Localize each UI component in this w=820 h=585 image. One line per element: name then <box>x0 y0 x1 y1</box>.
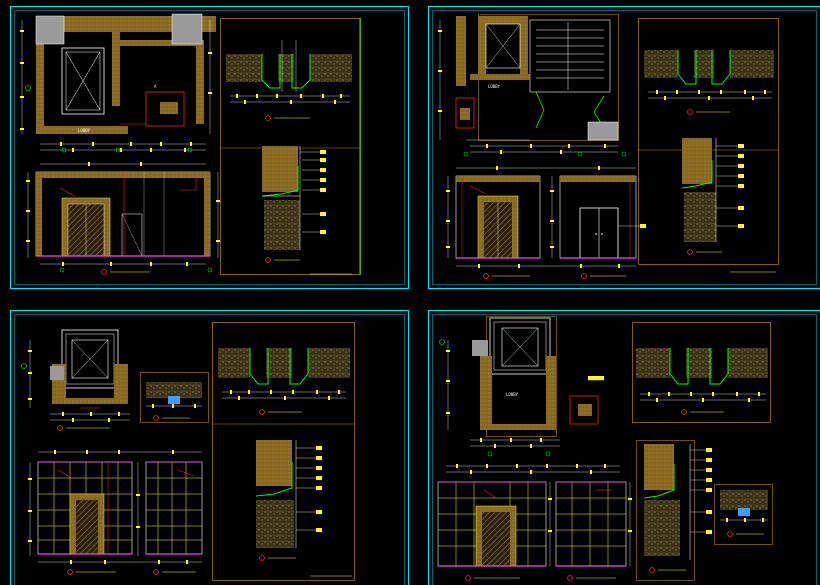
bl-detail-section <box>255 440 322 548</box>
svg-text:LOBBY: LOBBY <box>78 128 91 133</box>
tr-elevator-stair-plan: LOBBY <box>455 16 619 141</box>
tr-plan-dimensions <box>439 20 618 153</box>
tl-elevation-tag <box>101 269 107 275</box>
tr-detail-jamb <box>644 50 774 99</box>
tl-plan-dim-ticks <box>20 30 212 152</box>
tr-detail-section <box>681 138 744 242</box>
bl-plan-dim-ticks <box>28 350 120 422</box>
tl-detail-section <box>261 146 326 250</box>
sheet-bottom-right-frame <box>428 310 820 585</box>
sheet-top-right-inner <box>432 10 817 285</box>
bl-detail-panel <box>212 322 355 581</box>
sheet-top-right: LOBBY <box>438 14 779 279</box>
sheet-top-left: A LOBBY <box>20 13 361 275</box>
tr-elevation-dimensions <box>447 167 636 267</box>
sheet-top-left-frame <box>10 6 409 289</box>
br-elevation-dim-ticks <box>456 464 632 532</box>
tl-detail-jamb-tag <box>265 115 271 121</box>
br-detail-panel-top <box>632 322 771 423</box>
bl-small-detail <box>146 382 202 408</box>
svg-text:LOBBY: LOBBY <box>506 392 519 397</box>
tl-elevation-dimensions <box>27 163 219 265</box>
br-plan-dimensions <box>447 340 560 447</box>
tr-plan-dim-ticks <box>438 30 606 154</box>
bl-elevator-plan <box>50 329 128 409</box>
br-detail-jamb-ticks <box>648 392 760 402</box>
sheet-top-left-inner <box>14 10 405 285</box>
sheet-bottom-left <box>21 322 355 581</box>
br-detail-panel-bottom <box>636 440 695 581</box>
svg-text:A: A <box>154 84 157 89</box>
tl-elevator-plan: A LOBBY <box>35 13 216 134</box>
tl-elevation <box>35 171 211 257</box>
br-elevation-dimensions <box>446 465 631 566</box>
svg-text:LOBBY: LOBBY <box>488 84 501 89</box>
sheet-bottom-right: LOBBY <box>437 316 773 581</box>
tr-elevation-a <box>455 175 541 259</box>
bl-elevation-a <box>37 461 133 555</box>
sheet-top-right-frame <box>428 6 820 289</box>
sheet-frames <box>10 6 820 585</box>
br-elevation-a <box>437 481 547 567</box>
bl-detail-jamb <box>218 348 350 399</box>
tr-detail-panel <box>638 18 779 265</box>
bl-elevation-dimensions <box>29 451 202 563</box>
bl-small-detail-frame <box>140 372 209 423</box>
br-small-detail <box>720 490 768 522</box>
tr-detail-jamb-ticks <box>656 90 766 100</box>
sheet-bottom-right-inner <box>432 314 817 585</box>
bl-detail-jamb-ticks <box>230 390 340 400</box>
tr-elevation-b <box>559 175 646 259</box>
tl-detail-jamb <box>226 40 352 103</box>
sheet-bottom-left-frame <box>10 310 409 585</box>
br-elevation-b <box>555 481 627 567</box>
bl-elevation-b <box>145 461 203 555</box>
br-elevator-plan: LOBBY <box>472 317 604 430</box>
br-plan-dim-ticks <box>446 350 542 448</box>
tl-plan-dimensions <box>21 20 211 151</box>
br-detail-section <box>643 444 712 560</box>
tl-elevation-dim-ticks <box>26 162 220 266</box>
br-small-detail-frame <box>714 484 773 545</box>
bl-elevation-dim-ticks <box>28 450 188 564</box>
tr-elevation-dim-ticks <box>446 166 620 268</box>
br-detail-jamb <box>636 348 768 401</box>
tl-detail-jamb-ticks <box>236 94 342 104</box>
sheet-bottom-left-inner <box>14 314 405 585</box>
tl-detail-section-tag <box>265 257 271 263</box>
